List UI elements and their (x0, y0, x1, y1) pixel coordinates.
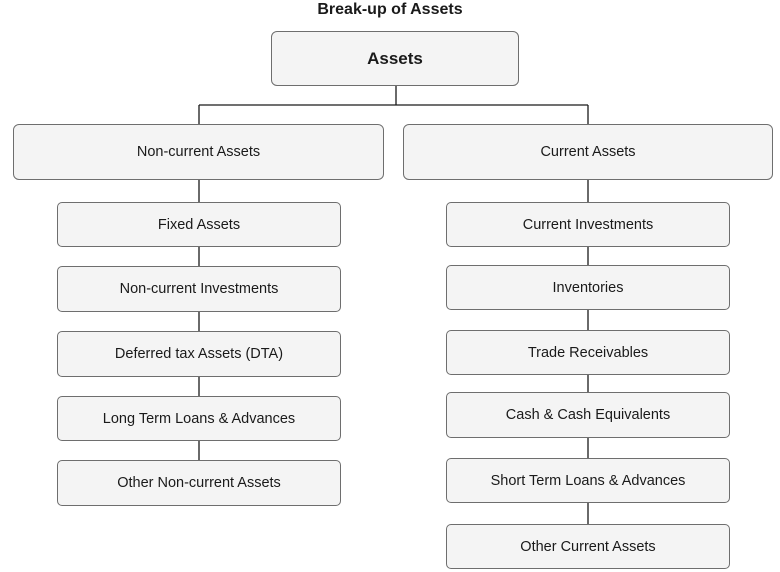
diagram-title: Break-up of Assets (317, 1, 463, 18)
node-non-current-assets: Non-current Assets (13, 124, 384, 180)
node-non-current-investments: Non-current Investments (57, 266, 341, 312)
node-other-non-current-assets: Other Non-current Assets (57, 460, 341, 506)
node-trade-receivables: Trade Receivables (446, 330, 730, 375)
node-fixed-assets: Fixed Assets (57, 202, 341, 247)
node-long-term-loans-advances: Long Term Loans & Advances (57, 396, 341, 441)
node-inventories: Inventories (446, 265, 730, 310)
node-deferred-tax-assets: Deferred tax Assets (DTA) (57, 331, 341, 377)
node-cash-cash-equivalents: Cash & Cash Equivalents (446, 392, 730, 438)
node-current-assets: Current Assets (403, 124, 773, 180)
node-other-current-assets: Other Current Assets (446, 524, 730, 569)
node-current-investments: Current Investments (446, 202, 730, 247)
node-assets: Assets (271, 31, 519, 86)
node-short-term-loans-advances: Short Term Loans & Advances (446, 458, 730, 503)
